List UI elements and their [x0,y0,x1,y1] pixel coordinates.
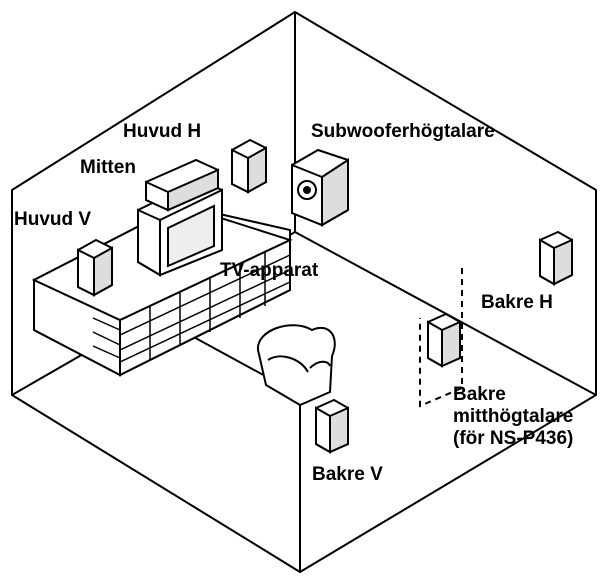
subwoofer [291,148,349,227]
label-surround-back: Bakre mitthögtalare (för NS-P436) [453,384,573,450]
label-surround-right: Bakre H [481,292,553,313]
front-right-speaker [231,138,267,194]
label-front-left: Huvud V [14,209,92,230]
armchair [256,324,336,407]
label-front-right: Huvud H [123,121,202,142]
front-left-speaker [77,238,113,297]
label-subwoofer: Subwooferhögtalare [311,121,495,142]
label-surround-back-line3: (för NS-P436) [453,428,574,449]
surround-back-speaker [427,312,461,368]
surround-back-zone [419,268,463,408]
center-speaker [145,158,219,212]
label-tv: TV-apparat [220,260,319,281]
tv-set [137,178,223,277]
label-surround-left: Bakre V [312,464,383,485]
surround-right-speaker [539,230,573,286]
label-surround-back-line1: Bakre [453,384,506,405]
label-surround-back-line2: mitthögtalare [453,406,574,427]
surround-left-speaker [315,398,349,454]
label-center: Mitten [80,157,136,178]
cabinet-drawers [92,252,291,363]
